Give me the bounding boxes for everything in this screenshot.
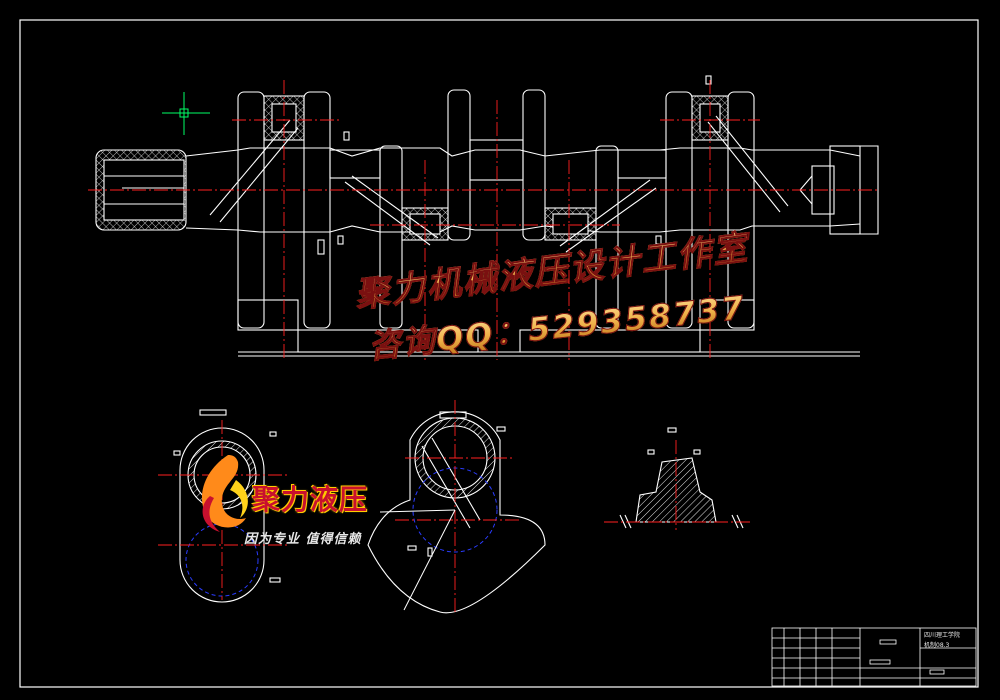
detail-section-view bbox=[619, 427, 744, 529]
title-block-school: 四川理工学院 bbox=[924, 632, 961, 639]
title-block bbox=[771, 627, 977, 687]
logo-brand-name: 聚力液压 bbox=[252, 483, 369, 516]
title-block-class: 机制08.3 bbox=[924, 642, 950, 649]
centerlines-main bbox=[88, 80, 880, 360]
crosshair-cursor-icon bbox=[162, 92, 210, 135]
logo-slogan: 因为专业 值得信赖 bbox=[244, 532, 362, 547]
middle-section-view bbox=[367, 411, 546, 614]
flame-logo-icon bbox=[201, 455, 248, 532]
drawing-border bbox=[19, 19, 979, 688]
